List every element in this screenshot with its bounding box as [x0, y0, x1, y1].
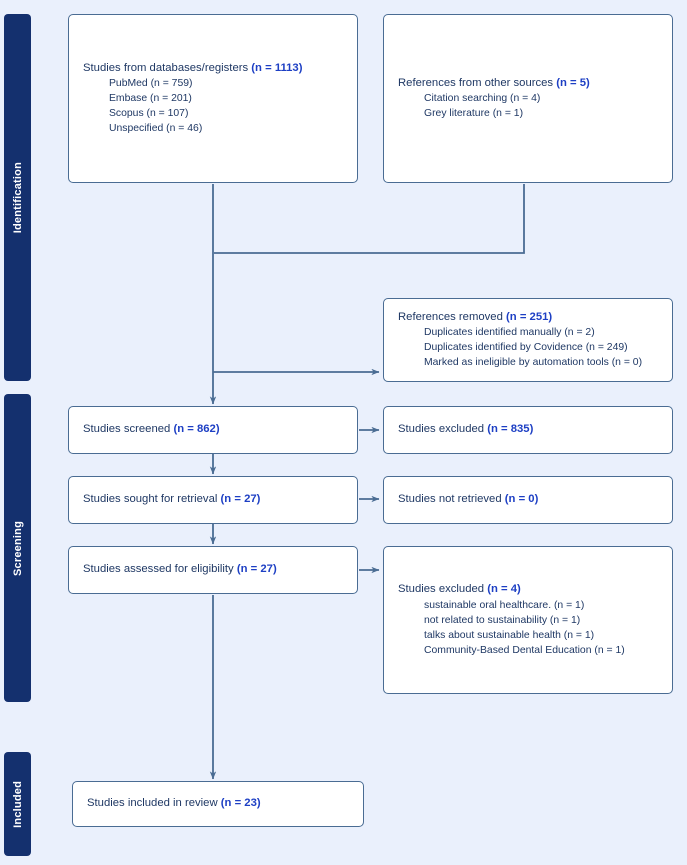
box-included-title-line: Studies included in review (n = 23)	[87, 796, 349, 812]
box-other-sources-item-0: Citation searching (n = 4)	[424, 93, 541, 105]
box-references-removed-count: (n = 251)	[506, 310, 553, 323]
box-studies-from-databases[interactable]: Studies from databases/registers (n = 11…	[68, 14, 358, 183]
box-other-sources-title: References from other sources	[398, 76, 554, 89]
box-screened-title-line: Studies screened (n = 862)	[83, 422, 343, 438]
box-assessed-title-line: Studies assessed for eligibility (n = 27…	[83, 562, 343, 578]
box-screened-count: (n = 862)	[173, 423, 220, 436]
box-references-other-sources[interactable]: References from other sources (n = 5) Ci…	[383, 14, 673, 183]
box-databases-title: Studies from databases/registers	[83, 61, 249, 74]
box-references-removed[interactable]: References removed (n = 251) Duplicates …	[383, 298, 673, 382]
box-references-removed-title-line: References removed (n = 251)	[398, 310, 658, 326]
box-assessed-title: Studies assessed for eligibility	[83, 563, 234, 576]
box-excluded-eligibility-count: (n = 4)	[487, 583, 521, 596]
phase-bar-screening: Screening	[4, 394, 31, 702]
box-included-title: Studies included in review	[87, 797, 218, 810]
box-sought-title: Studies sought for retrieval	[83, 493, 218, 506]
box-references-removed-item-0: Duplicates identified manually (n = 2)	[424, 327, 595, 339]
box-assessed-count: (n = 27)	[236, 563, 277, 576]
phase-label-identification: Identification	[11, 161, 24, 234]
box-references-removed-item-1: Duplicates identified by Covidence (n = …	[424, 342, 628, 354]
box-sought-title-line: Studies sought for retrieval (n = 27)	[83, 492, 343, 508]
phase-label-included: Included	[11, 780, 24, 828]
box-not-retrieved-count: (n = 0)	[504, 493, 539, 506]
box-databases-count: (n = 1113)	[251, 61, 303, 74]
box-excluded-eligibility-title: Studies excluded	[398, 583, 485, 596]
box-other-sources-item-1: Grey literature (n = 1)	[424, 108, 524, 120]
box-excluded-eligibility-title-line: Studies excluded (n = 4)	[398, 582, 658, 598]
box-other-sources-count: (n = 5)	[556, 76, 590, 89]
box-not-retrieved-title: Studies not retrieved	[398, 493, 502, 506]
box-other-sources-title-line: References from other sources (n = 5)	[398, 76, 658, 92]
box-excluded-screened-count: (n = 835)	[487, 423, 534, 436]
phase-label-screening: Screening	[11, 520, 24, 576]
box-studies-sought-for-retrieval[interactable]: Studies sought for retrieval (n = 27)	[68, 476, 358, 524]
box-sought-count: (n = 27)	[220, 493, 261, 506]
box-screened-title: Studies screened	[83, 423, 171, 436]
box-studies-included-in-review[interactable]: Studies included in review (n = 23)	[72, 781, 364, 827]
box-excluded-screened-title: Studies excluded	[398, 423, 485, 436]
box-excluded-eligibility-item-2: talks about sustainable health (n = 1)	[424, 629, 595, 641]
box-studies-not-retrieved[interactable]: Studies not retrieved (n = 0)	[383, 476, 673, 524]
box-excluded-eligibility-item-1: not related to sustainability (n = 1)	[424, 614, 581, 626]
box-references-removed-title: References removed	[398, 310, 503, 323]
phase-bar-included: Included	[4, 752, 31, 856]
box-not-retrieved-title-line: Studies not retrieved (n = 0)	[398, 492, 658, 508]
box-included-count: (n = 23)	[220, 797, 261, 810]
box-studies-assessed-for-eligibility[interactable]: Studies assessed for eligibility (n = 27…	[68, 546, 358, 594]
phase-bar-identification: Identification	[4, 14, 31, 381]
box-excluded-eligibility-item-0: sustainable oral healthcare. (n = 1)	[424, 599, 585, 611]
box-excluded-eligibility-item-3: Community-Based Dental Education (n = 1)	[424, 644, 625, 656]
box-databases-item-2: Scopus (n = 107)	[109, 108, 189, 120]
box-studies-excluded-eligibility[interactable]: Studies excluded (n = 4) sustainable ora…	[383, 546, 673, 694]
box-studies-screened[interactable]: Studies screened (n = 862)	[68, 406, 358, 454]
box-excluded-screened-title-line: Studies excluded (n = 835)	[398, 422, 658, 438]
box-databases-title-line: Studies from databases/registers (n = 11…	[83, 61, 343, 77]
box-databases-item-3: Unspecified (n = 46)	[109, 123, 203, 135]
box-databases-item-1: Embase (n = 201)	[109, 93, 192, 105]
box-studies-excluded-screening[interactable]: Studies excluded (n = 835)	[383, 406, 673, 454]
box-databases-item-0: PubMed (n = 759)	[109, 78, 193, 90]
box-references-removed-item-2: Marked as ineligible by automation tools…	[424, 357, 643, 369]
